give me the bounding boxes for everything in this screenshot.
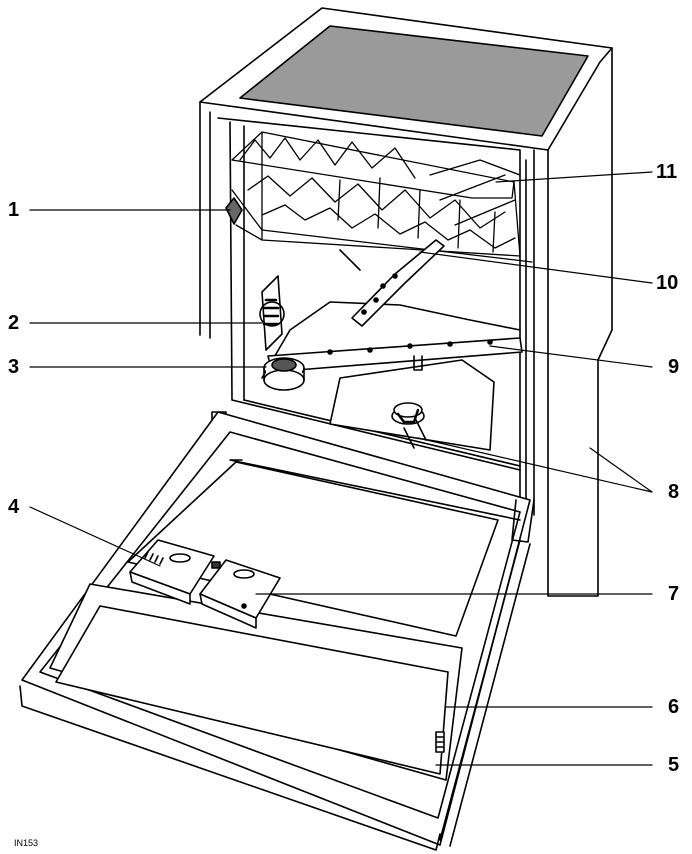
callout-7: 7	[668, 583, 680, 605]
callout-1: 1	[8, 199, 20, 221]
callout-4: 4	[8, 496, 20, 518]
lower-spray-arm	[267, 337, 523, 373]
figure-code: IN153	[14, 838, 39, 848]
leader-lines	[29, 171, 653, 766]
callout-2: 2	[8, 312, 20, 334]
side-vent	[259, 275, 285, 351]
basket-rail-clip	[225, 197, 243, 225]
door-vent	[435, 731, 445, 753]
salt-container-cap	[263, 357, 305, 391]
door-inner-panel-lower	[49, 583, 463, 781]
callout-10: 10	[656, 272, 679, 294]
cabinet-body	[199, 47, 613, 597]
upper-spray-arm	[351, 239, 445, 327]
door-inner-panel-upper	[127, 461, 499, 637]
detergent-dispenser	[129, 539, 281, 629]
callout-3: 3	[8, 356, 20, 378]
callout-9: 9	[668, 356, 680, 378]
callout-6: 6	[668, 696, 680, 718]
door-bottom-strip	[19, 685, 441, 851]
callout-8: 8	[668, 481, 680, 503]
callout-11: 11	[656, 161, 678, 183]
cabinet-top	[199, 7, 613, 151]
upper-basket	[231, 131, 533, 263]
callout-5: 5	[668, 754, 680, 776]
filter-area	[329, 355, 495, 451]
